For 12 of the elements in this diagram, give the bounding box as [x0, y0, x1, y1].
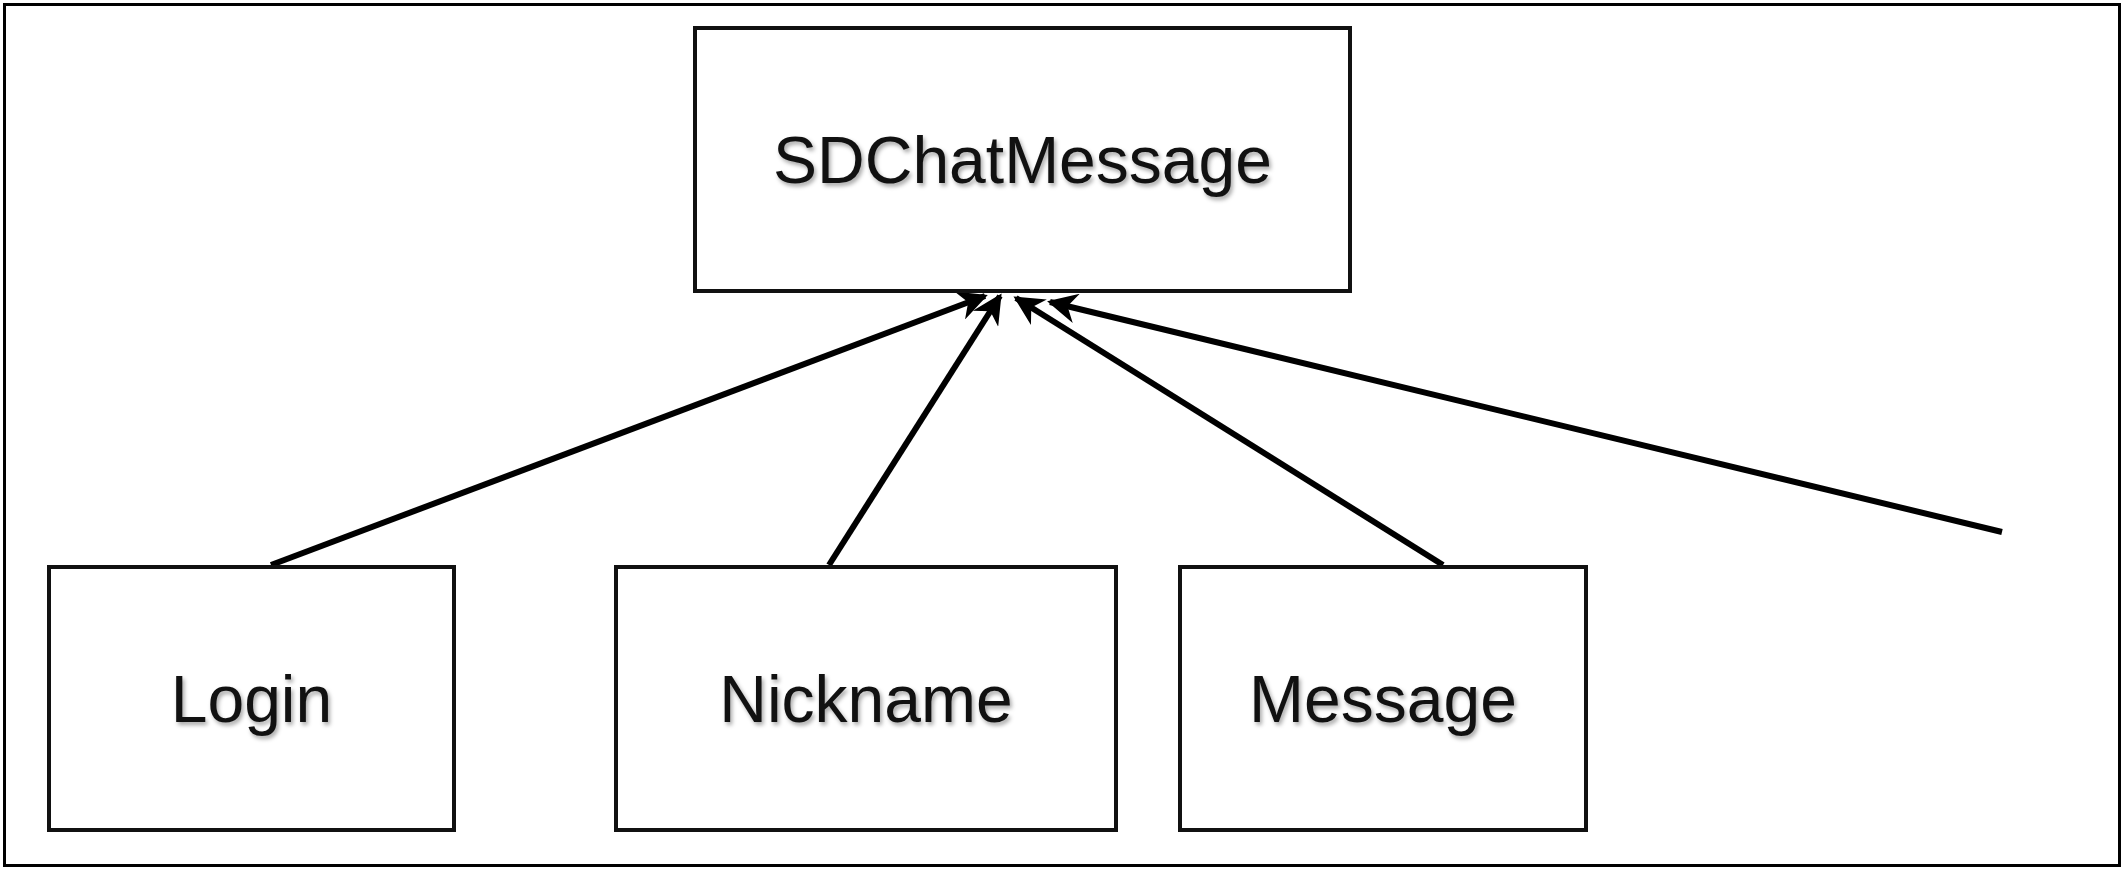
class-name: Nickname — [719, 660, 1013, 737]
arrow — [269, 291, 988, 568]
arrow — [1013, 295, 1445, 568]
class-box — [614, 565, 1118, 832]
arrow — [826, 293, 1003, 567]
class-name: Message — [1249, 660, 1517, 737]
class-name: SDChatMessage — [773, 121, 1272, 198]
class-box — [47, 565, 456, 832]
arrow — [1047, 293, 2003, 535]
class-name: Login — [170, 660, 333, 737]
class-box — [693, 26, 1352, 293]
class-box — [1178, 565, 1588, 832]
